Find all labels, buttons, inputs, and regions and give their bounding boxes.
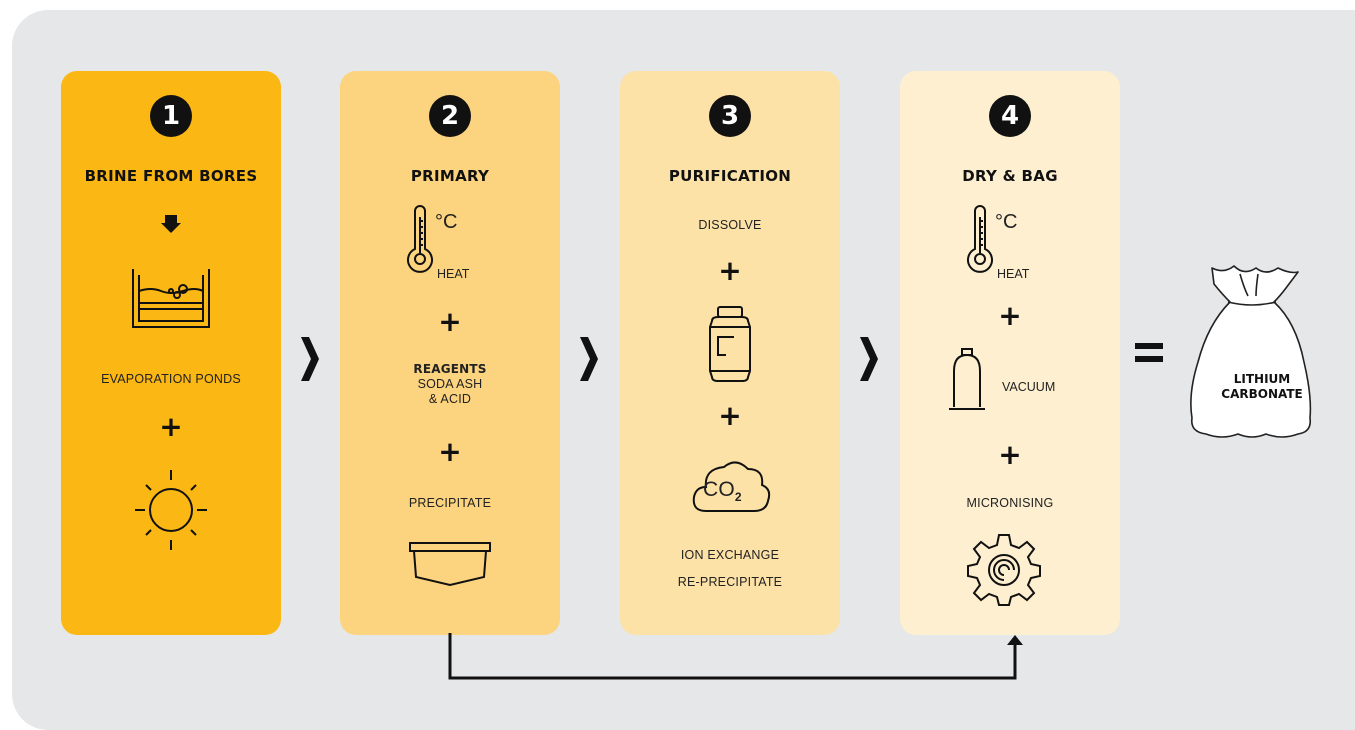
- plus-sign: +: [998, 438, 1022, 471]
- plus-sign: +: [438, 305, 462, 338]
- step-4-panel: 4 DRY & BAG °C HEAT + VACUUM + MICRONISI…: [900, 71, 1120, 635]
- step-3-panel: 3 PURIFICATION DISSOLVE + + CO2 ION EXCH…: [620, 71, 840, 635]
- plus-sign: +: [718, 254, 742, 287]
- vacuum-label: VACUUM: [1002, 380, 1056, 394]
- step-number-badge: 3: [709, 95, 751, 137]
- heat-label: HEAT: [997, 267, 1030, 281]
- re-precipitate-label: RE-PRECIPITATE: [677, 575, 783, 589]
- step-number-badge: 1: [150, 95, 192, 137]
- plus-sign: +: [718, 399, 742, 432]
- gear-icon: [967, 534, 1041, 606]
- sun-icon: [135, 470, 207, 550]
- step-number-badge: 4: [989, 95, 1031, 137]
- thermometer-icon: [967, 205, 993, 273]
- evaporation-pond-icon: [132, 269, 210, 328]
- precipitate-tray-icon: [409, 542, 491, 587]
- reagents-title: REAGENTS: [413, 362, 487, 376]
- degree-celsius-label: °C: [995, 211, 1018, 233]
- gas-cylinder-icon: [709, 306, 751, 382]
- down-arrow-icon: [161, 215, 181, 233]
- equals-sign: [1135, 343, 1163, 369]
- dissolve-label: DISSOLVE: [698, 218, 762, 232]
- step-1-panel: 1 BRINE FROM BORES EVAPORATION PONDS +: [61, 71, 281, 635]
- chevron-right-icon: [860, 337, 878, 381]
- vacuum-bell-icon: [949, 348, 985, 410]
- bag-label: LITHIUM CARBONATE: [1221, 372, 1303, 401]
- step-2-panel: 2 PRIMARY °C HEAT + REAGENTS SODA ASH & …: [340, 71, 560, 635]
- evaporation-ponds-label: EVAPORATION PONDS: [101, 372, 241, 386]
- step-title: PRIMARY: [410, 167, 490, 185]
- thermometer-icon: [407, 205, 433, 273]
- degree-celsius-label: °C: [435, 211, 458, 233]
- precipitate-label: PRECIPITATE: [408, 496, 492, 510]
- return-flow-arrow: [448, 633, 1023, 680]
- chevron-right-icon: [301, 337, 319, 381]
- reagents-line-2: & ACID: [428, 392, 472, 406]
- step-title: BRINE FROM BORES: [84, 167, 258, 185]
- ion-exchange-label: ION EXCHANGE: [680, 548, 780, 562]
- step-title: PURIFICATION: [668, 167, 792, 185]
- heat-label: HEAT: [437, 267, 470, 281]
- co2-label: CO2: [703, 478, 742, 505]
- reagents-line-1: SODA ASH: [417, 377, 483, 391]
- step-number-badge: 2: [429, 95, 471, 137]
- chevron-right-icon: [580, 337, 598, 381]
- step-title: DRY & BAG: [962, 167, 1058, 185]
- plus-sign: +: [998, 299, 1022, 332]
- plus-sign: +: [159, 410, 183, 443]
- co2-cloud-icon: [692, 461, 771, 512]
- micronising-label: MICRONISING: [966, 496, 1054, 510]
- bag-icon: [1190, 265, 1312, 438]
- plus-sign: +: [438, 435, 462, 468]
